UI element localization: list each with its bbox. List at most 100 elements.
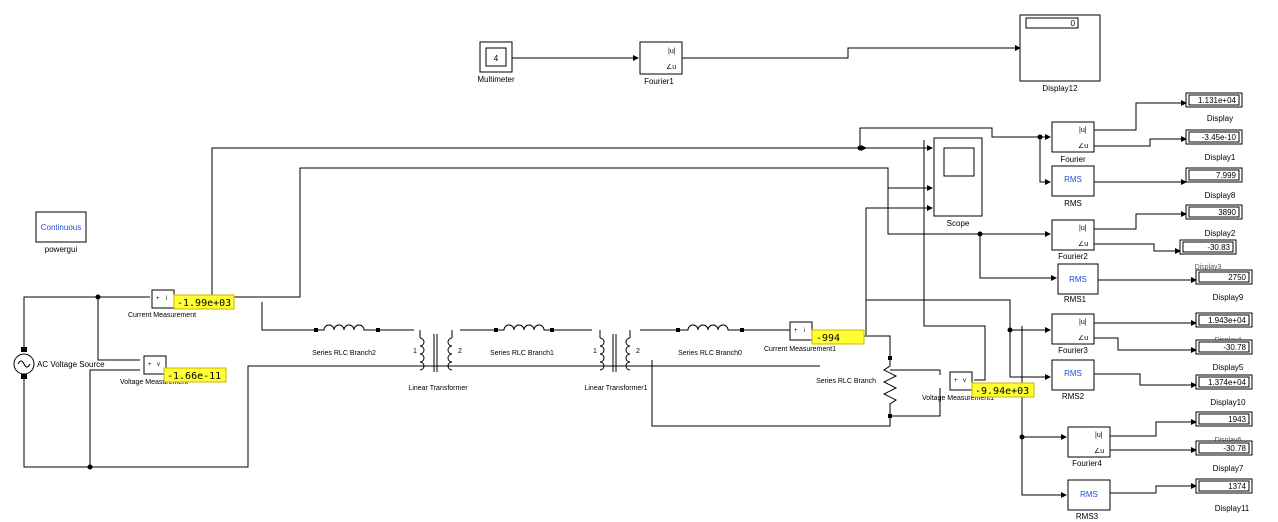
voltage-measurement1-block[interactable]: + v Voltage Measurement1 -9.94e+03 (922, 371, 1035, 402)
fourier2-mag-port: |u| (1079, 225, 1087, 232)
display6-block[interactable]: 1943 Display6 (1195, 411, 1253, 444)
current-measurement1-readout-box (811, 329, 865, 345)
linear-transformer[interactable]: 1 2 Linear Transformer (408, 330, 468, 392)
rms2-text: RMS (1064, 369, 1082, 378)
fourier4-angle-port: ∠u (1094, 447, 1104, 455)
rms3-block[interactable]: RMS RMS3 (1067, 479, 1111, 521)
scope-block[interactable]: Scope (933, 137, 983, 228)
rlc-branch2-label: Series RLC Branch2 (312, 350, 376, 357)
fourier4-block[interactable]: |u| ∠u Fourier4 (1067, 426, 1111, 468)
display-block[interactable]: 1.131e+04 Display (1185, 92, 1243, 123)
fourier4-label: Fourier4 (1072, 459, 1102, 468)
display12-block[interactable]: 0 Display12 (1019, 14, 1101, 93)
current-measurement-block[interactable]: + i Current Measurement -1.99e+03 (128, 289, 235, 319)
fourier3-label: Fourier3 (1058, 346, 1088, 355)
fourier3-angle-port: ∠u (1078, 334, 1088, 342)
rms2-block[interactable]: RMS RMS2 (1051, 359, 1095, 401)
transformer-winding2: 2 (458, 348, 462, 355)
powergui-label: powergui (45, 245, 78, 254)
display10-label: Display10 (1210, 398, 1246, 407)
display11-block[interactable]: 1374 Display11 (1195, 478, 1253, 513)
physical-connections (23, 294, 941, 470)
series-rlc-branch[interactable]: Series RLC Branch (816, 356, 898, 418)
display7-value: -30.78 (1223, 444, 1246, 453)
rms-block[interactable]: RMS RMS (1051, 165, 1095, 208)
display-value: 1.131e+04 (1198, 96, 1237, 105)
voltage-measurement-readout: -1.66e-11 (167, 371, 221, 382)
voltage-measurement-label: Voltage Measurement (120, 379, 188, 386)
fourier2-block[interactable]: |u| ∠u Fourier2 (1051, 219, 1095, 261)
inductor-icon (680, 324, 740, 331)
display3-block[interactable]: -30.83 Display3 (1179, 239, 1237, 271)
fourier-angle-port: ∠u (1078, 142, 1088, 150)
linear-transformer1[interactable]: 1 2 Linear Transformer1 (584, 330, 648, 392)
display9-block[interactable]: 2750 Display9 (1195, 269, 1253, 302)
scope-label: Scope (947, 219, 970, 228)
display4-block[interactable]: 1.943e+04 Display4 (1195, 312, 1253, 344)
fourier1-block[interactable]: |u| ∠u Fourier1 (639, 41, 683, 86)
display1-value: -3.45e-10 (1202, 133, 1237, 142)
rms3-label: RMS3 (1076, 512, 1099, 521)
powergui-mode: Continuous (41, 223, 81, 232)
rlc-branch1-label: Series RLC Branch1 (490, 350, 554, 357)
series-rlc-branch0[interactable]: Series RLC Branch0 (676, 324, 744, 357)
vm-v-icon: v (157, 362, 160, 368)
multimeter-block[interactable]: 4 Multimeter (477, 41, 515, 84)
display8-block[interactable]: 7.999 Display8 (1185, 167, 1243, 200)
display9-label: Display9 (1213, 293, 1244, 302)
display12-label: Display12 (1042, 84, 1078, 93)
fourier4-mag-port: |u| (1095, 432, 1103, 439)
voltage-measurement-block[interactable]: + v Voltage Measurement -1.66e-11 (120, 355, 227, 386)
vm1-plus-icon: + (954, 378, 958, 384)
display1-block[interactable]: -3.45e-10 Display1 (1185, 129, 1243, 162)
voltage-measurement-readout-box (163, 367, 227, 383)
display4-value: 1.943e+04 (1208, 316, 1247, 325)
ac-voltage-source[interactable]: AC Voltage Source (13, 347, 105, 379)
transformer1-winding2: 2 (636, 348, 640, 355)
display5-block[interactable]: -30.78 Display5 (1195, 339, 1253, 372)
series-rlc-branch1[interactable]: Series RLC Branch1 (490, 324, 554, 357)
display1-label: Display1 (1205, 153, 1236, 162)
display11-value: 1374 (1228, 482, 1246, 491)
display10-block[interactable]: 1.374e+04 Display10 (1195, 374, 1253, 407)
fourier3-block[interactable]: |u| ∠u Fourier3 (1051, 313, 1095, 355)
transformer-label: Linear Transformer (408, 385, 468, 392)
sine-icon (17, 360, 31, 368)
multimeter-label: Multimeter (477, 75, 515, 84)
powergui-block[interactable]: Continuous powergui (35, 211, 87, 254)
rms3-text: RMS (1080, 490, 1098, 499)
primary-coil-icon (599, 337, 605, 371)
display2-value: 3890 (1218, 208, 1236, 217)
fourier-block[interactable]: |u| ∠u Fourier (1051, 121, 1095, 164)
fourier1-angle-port: ∠u (666, 63, 676, 71)
signal-lines (168, 45, 1197, 498)
fourier2-label: Fourier2 (1058, 252, 1088, 261)
display12-value: 0 (1071, 19, 1076, 28)
rms-text: RMS (1064, 175, 1082, 184)
current-measurement-readout: -1.99e+03 (177, 298, 231, 309)
fourier1-mag-port: |u| (668, 48, 676, 55)
secondary-coil-icon (447, 337, 453, 371)
current-measurement1-block[interactable]: + i Current Measurement1 -994 (764, 321, 865, 353)
transformer1-label: Linear Transformer1 (584, 385, 647, 392)
cm1-i-icon: i (804, 328, 805, 334)
series-rlc-branch2[interactable]: Series RLC Branch2 (312, 324, 380, 357)
display2-block[interactable]: 3890 Display2 (1185, 204, 1243, 238)
display5-label: Display5 (1213, 363, 1244, 372)
rms1-text: RMS (1069, 275, 1087, 284)
fourier1-label: Fourier1 (644, 77, 674, 86)
display2-label: Display2 (1205, 229, 1236, 238)
current-measurement1-label: Current Measurement1 (764, 346, 836, 353)
rlc-branch-label: Series RLC Branch (816, 378, 876, 385)
fourier-label: Fourier (1060, 155, 1086, 164)
display-label: Display (1207, 114, 1233, 123)
cm1-plus-icon: + (794, 328, 798, 334)
current-measurement1-readout: -994 (816, 333, 840, 344)
rlc-branch0-label: Series RLC Branch0 (678, 350, 742, 357)
display7-block[interactable]: -30.78 Display7 (1195, 440, 1253, 473)
current-measurement-readout-box (173, 294, 235, 310)
ac-source-label: AC Voltage Source (37, 360, 105, 369)
display3-label: Display3 (1195, 264, 1222, 271)
rms1-block[interactable]: RMS RMS1 (1057, 263, 1099, 304)
